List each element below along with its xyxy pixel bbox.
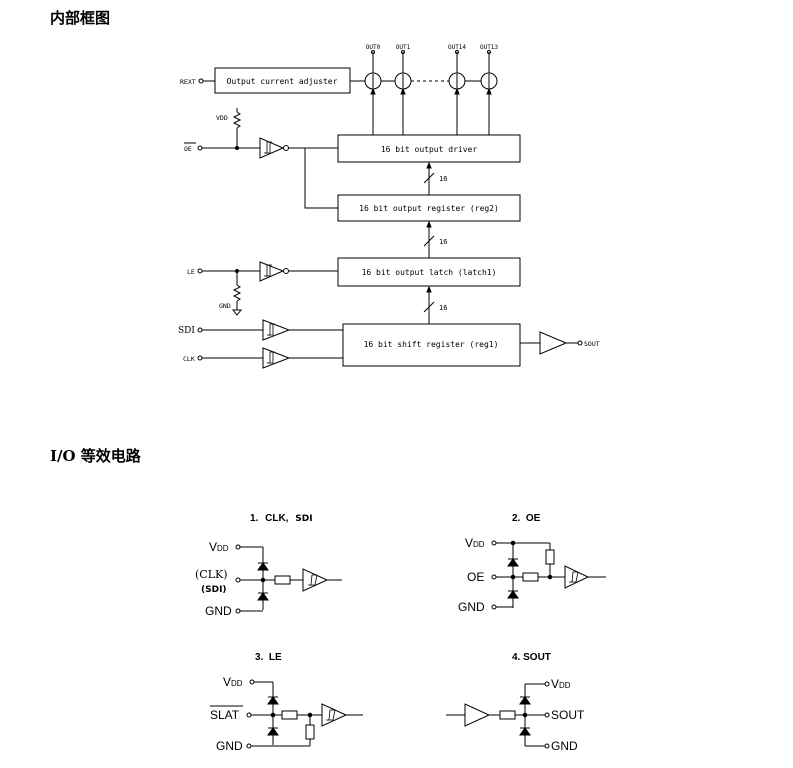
le-pin [197, 268, 203, 274]
circuit-2-upper-diode [507, 558, 519, 567]
vdd-pin-label: VDD [216, 114, 228, 122]
circuit-1-schmitt-buffer [302, 568, 329, 592]
circuit-2-gnd-label: GND [458, 600, 485, 614]
circuit-2-pullup-resistor [545, 549, 555, 565]
sdi-schmitt-buffer [262, 319, 291, 341]
circuit-2-schmitt-buffer [564, 565, 590, 589]
circuit-3-lower-diode [267, 727, 279, 736]
io-circuit-clk-sdi: 1. CLK, SDI VDD (CLK) (SDI) GND [195, 513, 342, 618]
output-source-out0 [364, 50, 382, 90]
circuit-2-resistor [522, 572, 539, 582]
sout-buffer [539, 331, 568, 355]
circuit-2-oe-label: OE [467, 570, 484, 584]
block-diagram-heading: 内部框图 [50, 9, 111, 27]
circuit-4-vdd-label: VDD [551, 677, 571, 691]
pulldown-resistor [232, 284, 242, 302]
sout-pin [577, 340, 583, 346]
output-label-out13: OUT13 [480, 44, 498, 51]
rext-pin [198, 78, 204, 84]
bus-width-label-1: 16 [439, 175, 447, 183]
io-circuits-heading: I/O 等效电路 [50, 447, 141, 465]
bus-width-label-3: 16 [439, 304, 447, 312]
circuit-1-title: 1. CLK, SDI [250, 513, 313, 524]
sout-pin-label: SOUT [584, 340, 600, 348]
circuit-1-gnd-label: GND [205, 604, 232, 618]
clk-pin-label: CLK [183, 355, 195, 363]
oe-schmitt-inverter [259, 137, 289, 159]
circuit-1-vdd-label: VDD [209, 540, 229, 554]
circuit-3-schmitt-buffer [321, 703, 348, 727]
circuit-3-gnd-label: GND [216, 739, 243, 753]
io-circuit-le: 3. LE VDD SLAT GND [210, 652, 363, 753]
output-label-out0: OUT0 [366, 44, 381, 51]
shift-register-label: 16 bit shift register (reg1) [364, 340, 499, 349]
output-source-out1 [394, 50, 412, 90]
circuit-2-vdd-label: VDD [465, 536, 485, 550]
circuit-3-resistor [281, 710, 298, 720]
ground-symbol [231, 309, 243, 316]
circuit-1-resistor [274, 575, 291, 585]
io-circuit-oe: 2. OE VDD OE GND [458, 513, 606, 614]
circuit-3-title: 3. LE [255, 652, 282, 663]
output-label-out1: OUT1 [396, 44, 411, 51]
io-circuit-sout: 4. SOUT VDD SOUT GND [446, 652, 585, 753]
circuit-3-vdd-label: VDD [223, 675, 243, 689]
circuit-1-clk-label: (CLK) [195, 568, 228, 581]
oe-pin-label: OE [184, 145, 192, 153]
circuit-1-sdi-label: (SDI) [201, 585, 227, 595]
shift-register-block [342, 323, 521, 367]
circuit-3-pulldown-resistor [305, 724, 315, 740]
output-driver-label: 16 bit output driver [381, 145, 478, 154]
output-label-out14: OUT14 [448, 44, 466, 51]
output-source-out14 [448, 50, 466, 90]
le-pin-label: LE [187, 268, 195, 276]
circuit-4-title: 4. SOUT [512, 652, 551, 663]
current-adjuster-label: Output current adjuster [227, 77, 338, 86]
circuit-4-output-buffer [464, 703, 491, 727]
pullup-resistor [232, 111, 242, 129]
circuit-4-gnd-label: GND [551, 739, 578, 753]
circuit-3-upper-diode [267, 696, 279, 705]
circuit-2-lower-diode [507, 590, 519, 599]
circuit-4-lower-diode [519, 727, 531, 736]
block-diagram: Output current adjuster REXT [178, 44, 600, 369]
output-register-label: 16 bit output register (reg2) [359, 204, 499, 213]
bus-width-label-2: 16 [439, 238, 447, 246]
rext-pin-label: REXT [180, 78, 196, 86]
circuit-3-slat-label: SLAT [210, 708, 240, 722]
circuit-1-lower-diode [257, 592, 269, 601]
circuit-4-sout-label: SOUT [551, 708, 585, 722]
gnd-pin-label: GND [219, 302, 231, 310]
le-schmitt-inverter [259, 261, 289, 282]
sdi-pin-label: SDI [178, 326, 195, 336]
circuit-4-upper-diode [519, 696, 531, 705]
circuit-4-resistor [499, 710, 516, 720]
sdi-pin [197, 327, 203, 333]
clk-pin [197, 355, 203, 361]
circuit-1-upper-diode [257, 562, 269, 571]
output-latch-label: 16 bit output latch (latch1) [362, 268, 497, 277]
clk-schmitt-buffer [262, 347, 291, 369]
circuit-2-title: 2. OE [512, 513, 541, 524]
oe-pin [197, 145, 203, 151]
output-source-out13 [480, 50, 498, 90]
